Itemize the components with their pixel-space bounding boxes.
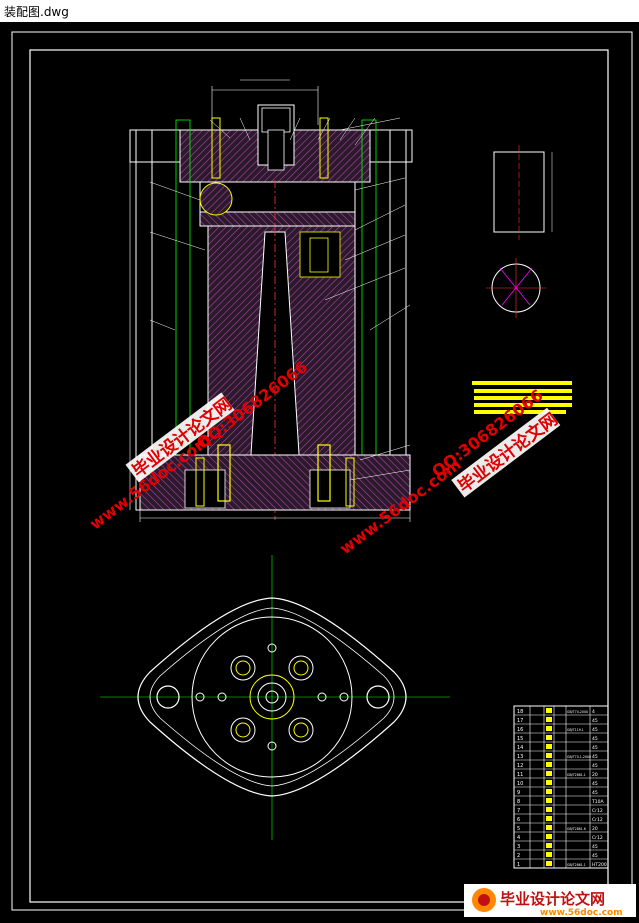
bom-mark [546,726,552,731]
bom-cell: 4 [517,835,520,841]
bom-row: 6 Cr12 [517,816,603,823]
bom-row: 14 45 [517,744,598,751]
bom-row: 5 GB/T2861.6 20 [517,825,598,832]
bom-cell: 14 [517,745,523,751]
bom-row: 11 GB/T2861.1 20 [517,771,598,778]
bom-cell: GB/T2861.1 [567,863,586,867]
bom-mark [546,798,552,803]
bom-cell: Cr12 [592,817,603,823]
bom-cell: 3 [517,844,520,850]
bom-cell: 16 [517,727,523,733]
bom-cell: Cr12 [592,835,603,841]
bom-row: 3 45 [517,843,598,850]
bom-cell: GB/T70-2000 [567,710,588,714]
bom-cell: 45 [592,853,598,859]
bom-cell: GB/T2861.6 [567,827,586,831]
bom-cell: 2 [517,853,520,859]
bom-row: 1 GB/T2861.1 HT200 [517,861,607,868]
bom-cell: 7 [517,808,520,814]
bom-cell: HT200 [592,862,607,868]
bom-cell: 4 [592,709,595,715]
bom-row: 18 GB/T70-2000 4 [517,708,595,715]
tech-notes [472,381,572,414]
bom-mark [546,708,552,713]
bom-cell: 45 [592,745,598,751]
bom-cell: 20 [592,826,598,832]
bom-mark [546,789,552,794]
bom-cell: GB/T2861.1 [567,773,586,777]
window-titlebar: 装配图.dwg [0,0,639,23]
bom-cell: 9 [517,790,520,796]
bom-cell: 6 [517,817,520,823]
bom-mark [546,852,552,857]
bom-cell: 45 [592,736,598,742]
bom-mark [546,834,552,839]
bom-row: 10 45 [517,780,598,787]
bom-cell: GB/T70.1-2000 [567,755,591,759]
bom-cell: 10 [517,781,523,787]
inner-frame [29,49,609,903]
bom-cell: 45 [592,763,598,769]
bom-mark [546,843,552,848]
bom-cell: 15 [517,736,523,742]
bom-cell: 5 [517,826,520,832]
bom-row: 2 45 [517,852,598,859]
bom-mark [546,780,552,785]
bom-mark [546,762,552,767]
bom-cell: 1 [517,862,520,868]
bom-cell: 18 [517,709,523,715]
bom-mark [546,771,552,776]
bom-cell: 8 [517,799,520,805]
bom-cell: 45 [592,781,598,787]
bom-mark [546,825,552,830]
bom-cell: GB/T119.1 [567,728,584,732]
bom-row: 4 Cr12 [517,834,603,841]
bom-mark [546,735,552,740]
bom-row: 8 T10A [517,798,604,805]
bom-cell: 45 [592,754,598,760]
bom-mark [546,816,552,821]
bom-row: 12 45 [517,762,598,769]
bom-cell: T10A [591,799,604,805]
outer-frame [11,31,633,911]
bom-cell: 13 [517,754,523,760]
bom-cell: 45 [592,790,598,796]
part-detail-view [486,145,553,318]
bom-cell: 12 [517,763,523,769]
bom-cell: 11 [517,772,523,778]
bom-mark [546,744,552,749]
bom-mark [546,717,552,722]
section-view [129,79,413,522]
svg-text:毕业设计论文网: 毕业设计论文网 [500,890,605,908]
plan-view [100,555,450,840]
bom-mark [546,861,552,866]
bom-row: 9 45 [517,789,598,796]
bom-cell: 20 [592,772,598,778]
bom-cell: 45 [592,718,598,724]
svg-text:www.56doc.com: www.56doc.com [540,908,623,918]
site-logo: 毕业设计论文网 www.56doc.com [464,884,636,918]
bom-cell: 17 [517,718,523,724]
bom-mark [546,753,552,758]
bom-cell: Cr12 [592,808,603,814]
bom-row: 16 GB/T119.1 45 [517,726,598,733]
bom-row: 7 Cr12 [517,807,603,814]
bom-cell: 45 [592,844,598,850]
file-title: 装配图.dwg [4,5,69,19]
bom-cell: 45 [592,727,598,733]
bom-mark [546,807,552,812]
